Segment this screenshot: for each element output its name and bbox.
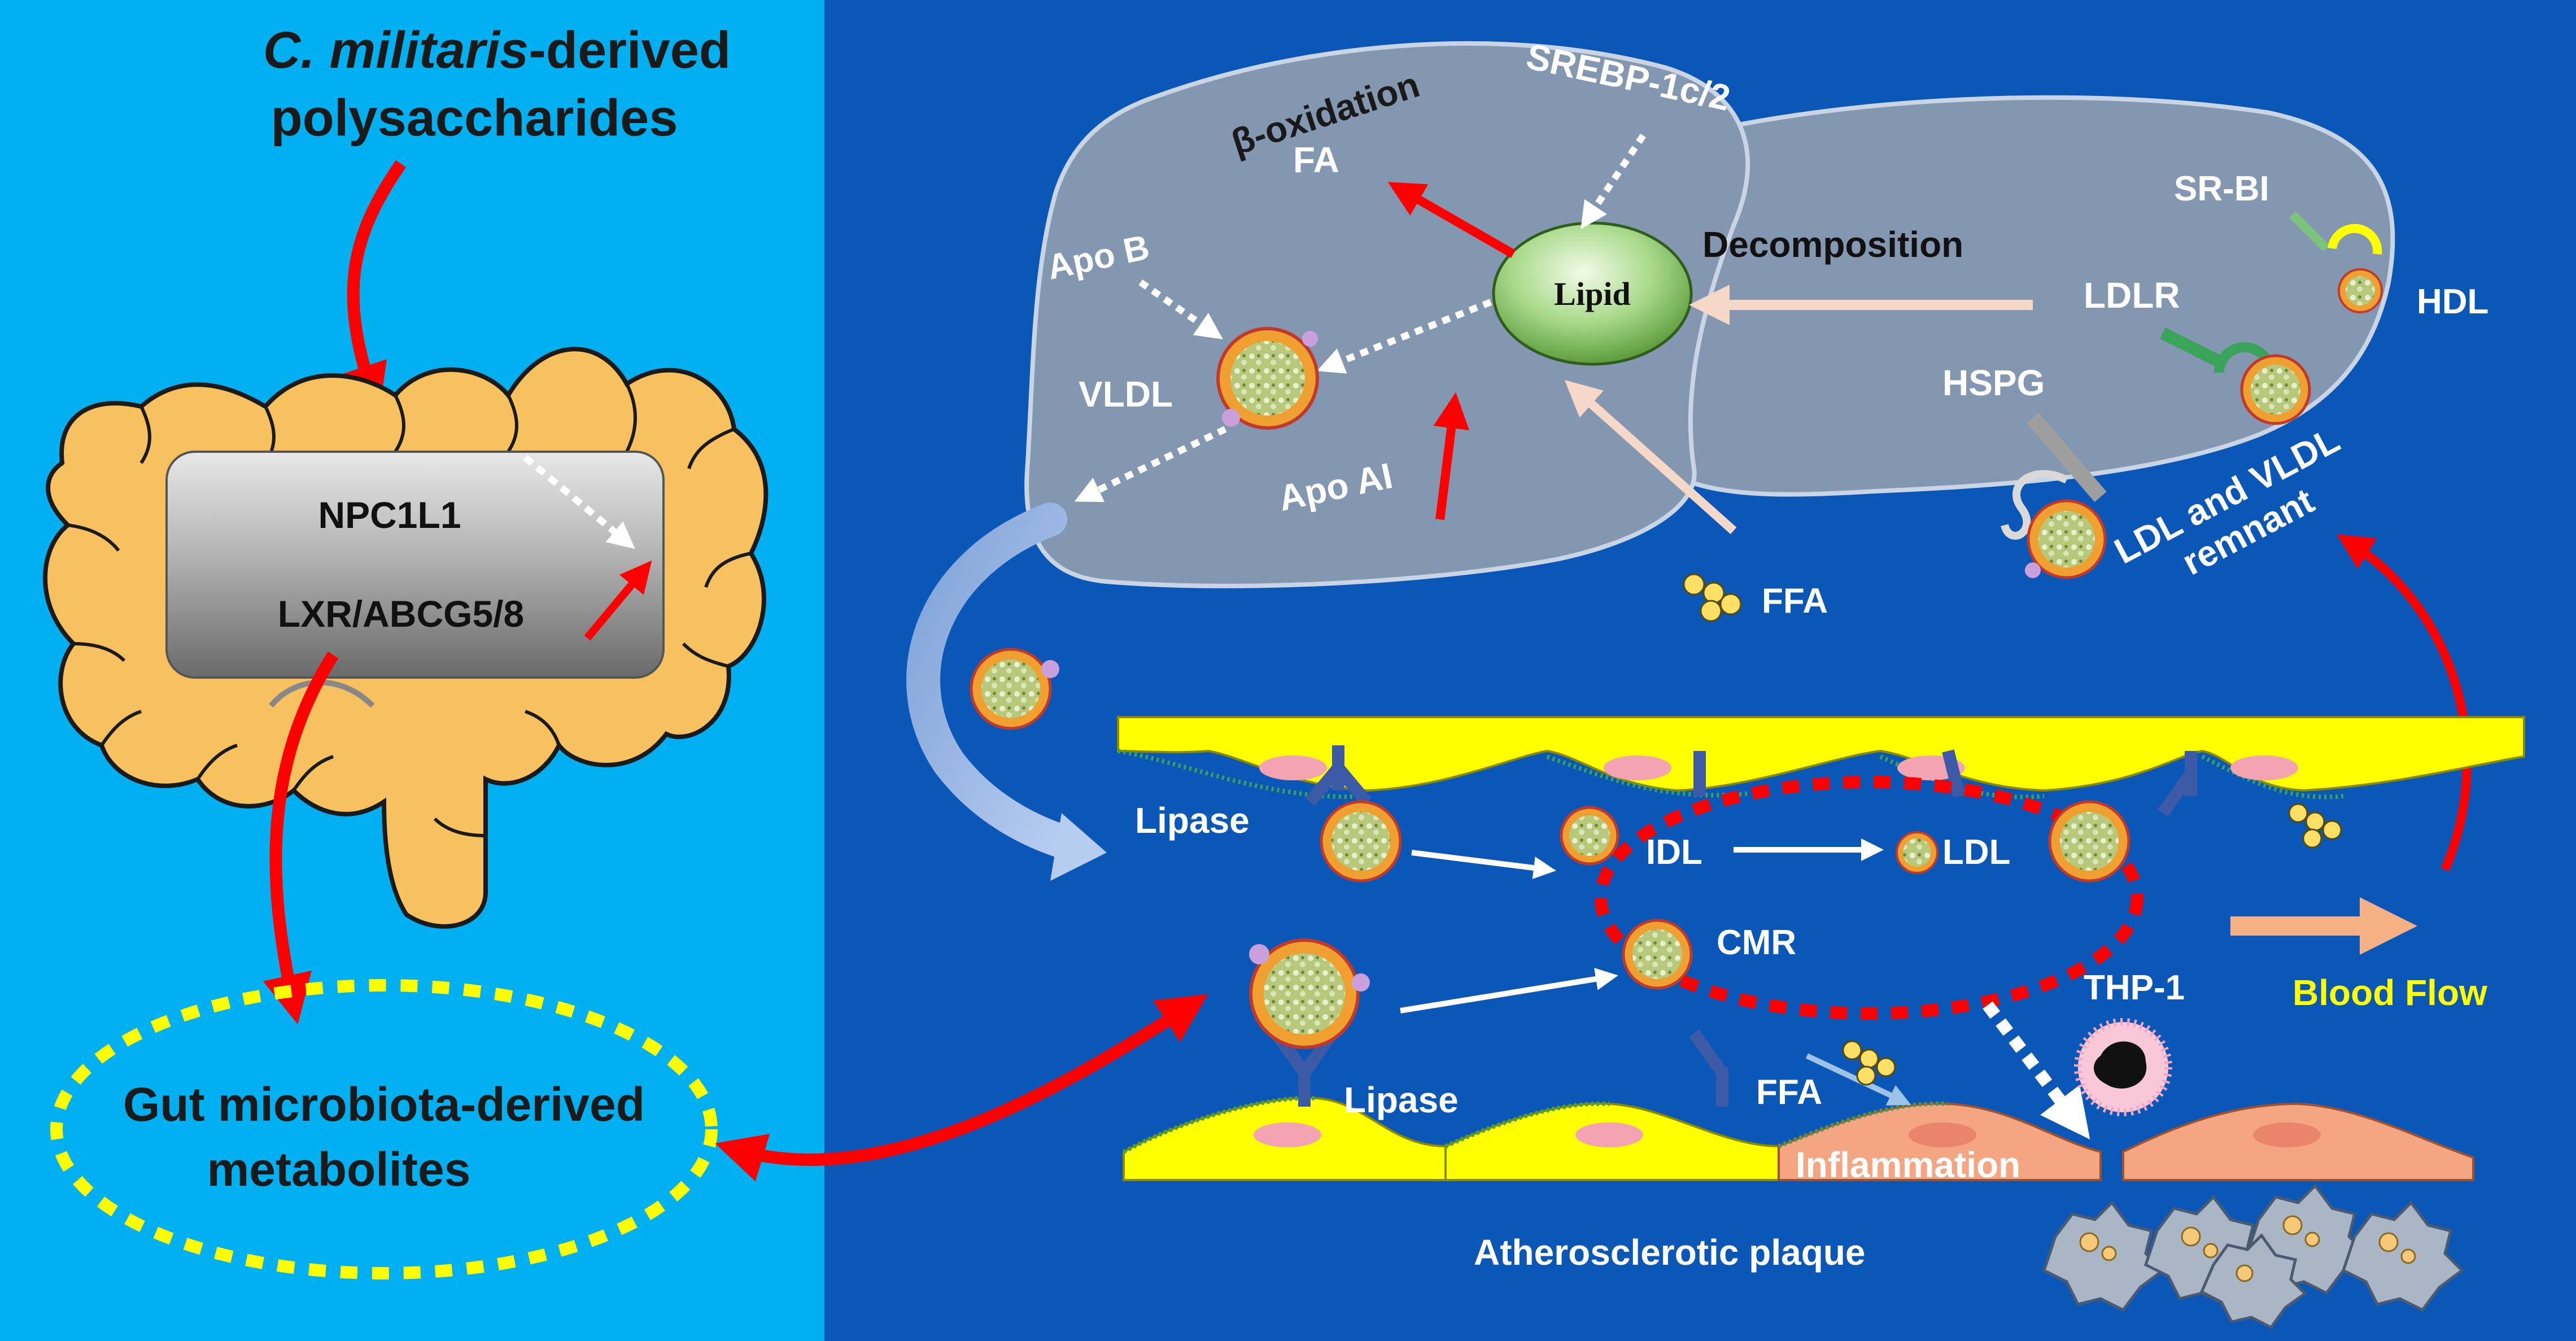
label-blood-flow: Blood Flow [2293,972,2487,1013]
ffa-beads-liver [1683,573,1742,622]
label-vldl: VLDL [1079,374,1173,414]
particle-idl [1560,806,1619,866]
vldl-particle-free [970,648,1059,730]
dotted-arrow-srebp-to-lipid [1580,133,1646,229]
label-hspg: HSPG [1942,362,2045,403]
particle-ldl [1896,831,1938,874]
title-line-2: polysaccharides [270,89,678,147]
label-decomposition: Decomposition [1702,224,1963,265]
ldl-particle-ldlr [2240,354,2311,425]
label-thp1: THP-1 [2084,968,2185,1007]
lower-endothelium [1123,1095,2474,1181]
label-lipid: Lipid [1554,276,1630,312]
gene-lxr-abcg5-8: LXR/ABCG5/8 [278,593,524,635]
label-ldlr: LDLR [2084,275,2180,316]
particle-lipase-lower [1249,938,1370,1049]
dotted-arrow-apob-to-vldl [1138,279,1223,339]
sr-bi-receptor [2289,211,2382,255]
intestine-gene-box [165,451,665,679]
label-ldl: LDL [1942,833,2011,872]
particle-cmr [1622,919,1693,990]
light-blue-arrow-ffa [1805,1053,1911,1106]
gut-metabolites-line-2: metabolites [207,1143,471,1196]
hspg-receptor [2001,412,2107,540]
red-arrow-apoai-to-lipid [1433,392,1469,520]
white-arrow-lipase-to-idl [1411,850,1556,879]
light-blue-arrow-vldl-to-vessel [906,503,1079,858]
gene-npc1l1: NPC1L1 [318,494,461,536]
red-arrow-lipid-to-fa [1387,182,1516,258]
particle-right-vessel [2048,800,2130,883]
dotted-arrow-vldl-out [1074,426,1227,503]
label-ffa-liver: FFA [1762,582,1828,621]
label-fa: FA [1293,139,1339,180]
label-ffa-vessel: FFA [1756,1073,1822,1112]
ffa-beads-upper-vessel [2288,803,2342,849]
title-line-1: C. militaris-derived [263,21,731,79]
label-inflammation: Inflammation [1796,1145,2020,1185]
idl-ldl-cmr-ellipse [1595,776,2143,1020]
label-plaque: Atherosclerotic plaque [1474,1232,1866,1273]
white-dotted-arrow-to-inflammation [1983,1001,2090,1139]
dotted-arrow-npc1l1 [523,455,635,549]
ffa-beads-vessel [1842,1040,1896,1086]
gut-metabolites-line-1: Gut microbiota-derived [123,1078,645,1131]
red-arrow-intestine-to-metabolites [263,652,339,1025]
particle-lipase-upper [1320,800,1402,883]
white-arrow-lipase-to-cmr [1400,968,1618,1014]
remnant-particle [2025,499,2107,579]
liver-illustration [1024,41,2395,588]
label-lipase-upper: Lipase [1135,800,1250,841]
label-idl: IDL [1646,833,1702,872]
lipase-receptors-upper [1305,745,2197,817]
hdl-particle [2338,268,2383,313]
label-lipase-lower: Lipase [1344,1080,1459,1120]
red-arrow-title-to-intestine [339,160,407,414]
label-cmr: CMR [1717,923,1796,962]
beige-arrow-ffa-to-lipid [1564,379,1737,534]
thp1-cell [2074,1018,2172,1116]
gut-metabolites-ellipse [50,979,718,1279]
red-double-arrow-metabolites-vessel [715,994,1208,1182]
red-arrow-abcg5-8 [584,560,652,641]
red-arrow-bloodflow-to-remnant [2337,534,2472,872]
vldl-particle-liver [1216,327,1319,430]
label-hdl: HDL [2417,282,2488,321]
plaque-cells [2042,1183,2464,1330]
label-sr-bi: SR-BI [2174,169,2269,208]
